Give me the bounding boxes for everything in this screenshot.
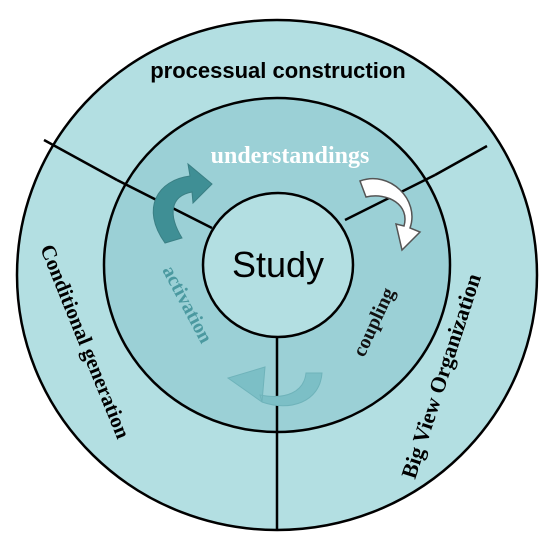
divider-outer-right — [434, 144, 488, 177]
divider-outer-left — [43, 138, 118, 182]
center-label: Study — [232, 244, 324, 285]
outer-label-top: processual construction — [150, 58, 406, 83]
center-circle — [201, 191, 355, 339]
middle-label-top: understandings — [211, 143, 370, 169]
arrow-top-right-icon — [359, 178, 422, 252]
arrow-top-left-icon — [152, 162, 213, 244]
arrow-bottom-icon — [226, 366, 323, 407]
